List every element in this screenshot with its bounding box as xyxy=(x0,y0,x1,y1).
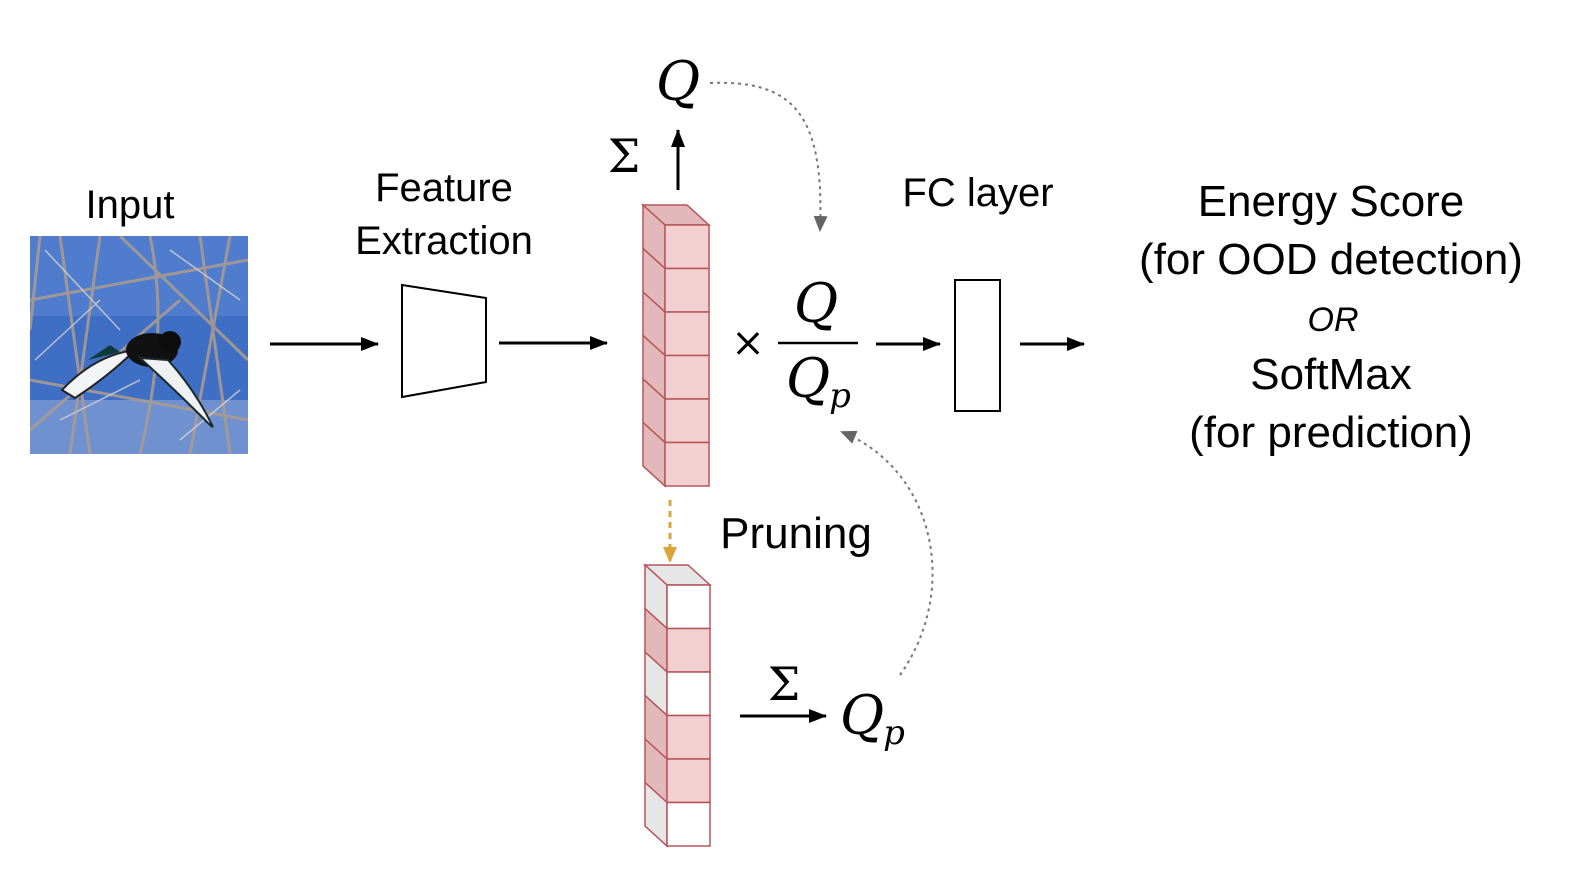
feature-label-line2: Extraction xyxy=(355,219,533,263)
output-energy-score: Energy Score xyxy=(1198,177,1465,226)
times-symbol: × xyxy=(731,320,765,366)
fc-layer-label: FC layer xyxy=(902,171,1053,215)
output-or: OR xyxy=(1308,301,1359,339)
feature-vector-cell xyxy=(664,267,710,313)
pruned-vector-cell xyxy=(666,714,711,760)
pruned-vector-cell xyxy=(666,627,711,673)
feature-vector-cell xyxy=(664,224,710,270)
fc-layer-box xyxy=(954,279,1001,412)
qp-symbol-bottom: Q xyxy=(840,684,884,747)
feature-vector xyxy=(641,203,711,488)
pruned-vector-cell xyxy=(666,758,711,804)
feature-vector-cell xyxy=(664,398,710,444)
input-label: Input xyxy=(86,183,175,227)
fraction-denominator-q: Q xyxy=(786,347,830,410)
fraction-denominator-sub: p xyxy=(829,376,851,416)
qp-subscript-bottom: p xyxy=(883,713,905,753)
feature-vector-cell xyxy=(664,441,710,487)
q-symbol-top: Q xyxy=(656,50,700,113)
pruned-feature-vector xyxy=(643,563,712,848)
sigma-symbol-bottom: Σ xyxy=(768,657,801,711)
pruned-vector-cell xyxy=(666,801,711,847)
dotted-arrow-q-to-ratio xyxy=(709,81,828,232)
output-ood-detection: (for OOD detection) xyxy=(1139,235,1523,284)
pruned-vector-cell xyxy=(666,584,711,630)
sigma-symbol-top: Σ xyxy=(608,129,641,183)
pruning-label: Pruning xyxy=(720,509,872,558)
output-softmax: SoftMax xyxy=(1250,350,1411,399)
feature-label-line1: Feature xyxy=(375,166,513,210)
fraction-numerator-q: Q xyxy=(794,272,838,335)
pruned-vector-cell xyxy=(666,671,711,717)
feature-vector-cell xyxy=(664,311,710,357)
output-prediction: (for prediction) xyxy=(1189,408,1473,457)
feature-vector-cell xyxy=(664,354,710,400)
input-image xyxy=(30,236,248,454)
feature-extractor-trapezoid xyxy=(401,283,487,399)
